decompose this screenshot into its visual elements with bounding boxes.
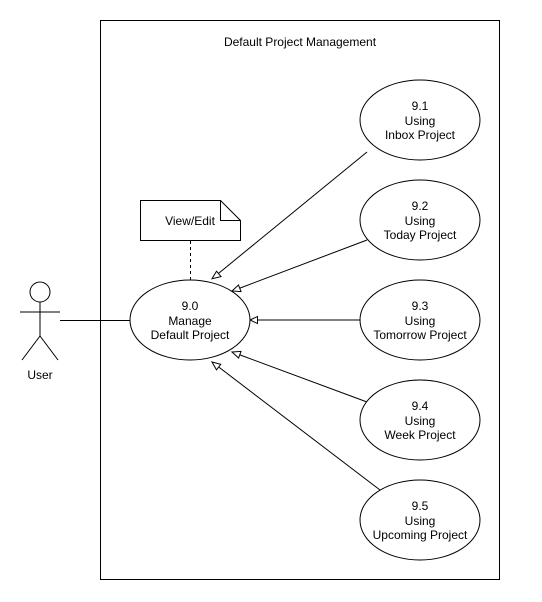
use-case-9-4-id: 9.4 bbox=[412, 399, 429, 413]
actor-left-leg bbox=[21, 335, 41, 361]
use-case-9-5-id: 9.5 bbox=[412, 499, 429, 513]
use-case-9-4-verb: Using bbox=[405, 414, 436, 428]
generalization-9-2 bbox=[238, 239, 368, 290]
use-case-9-0-verb: Manage bbox=[168, 314, 212, 328]
use-case-9-3-ellipse bbox=[359, 279, 481, 361]
generalization-9-4 bbox=[238, 353, 368, 403]
use-case-9-2[interactable]: 9.2 Using Today Project bbox=[359, 179, 481, 261]
note-view-edit[interactable]: View/Edit bbox=[140, 200, 241, 241]
use-case-9-1-label: Inbox Project bbox=[385, 128, 456, 142]
use-case-9-0[interactable]: 9.0 Manage Default Project bbox=[129, 279, 251, 361]
generalization-9-4-arrowhead bbox=[230, 350, 242, 359]
use-case-9-1-id: 9.1 bbox=[412, 99, 429, 113]
generalization-9-5-arrowhead bbox=[210, 361, 222, 371]
use-case-9-5[interactable]: 9.5 Using Upcoming Project bbox=[359, 479, 481, 561]
use-case-9-5-label: Upcoming Project bbox=[373, 528, 468, 542]
use-case-9-3-verb: Using bbox=[405, 314, 436, 328]
note-shape bbox=[140, 200, 241, 241]
use-case-9-4[interactable]: 9.4 Using Week Project bbox=[359, 379, 481, 461]
use-case-9-4-ellipse bbox=[359, 379, 481, 461]
use-case-9-5-ellipse bbox=[359, 479, 481, 561]
use-case-9-0-ellipse bbox=[129, 279, 251, 361]
generalization-arrows bbox=[210, 151, 381, 491]
generalization-9-1-arrowhead bbox=[210, 270, 222, 280]
use-case-9-3[interactable]: 9.3 Using Tomorrow Project bbox=[359, 279, 481, 361]
system-boundary-title: Default Project Management bbox=[224, 35, 377, 49]
use-case-9-2-id: 9.2 bbox=[412, 199, 429, 213]
use-case-9-1-ellipse bbox=[359, 79, 481, 161]
use-case-9-3-id: 9.3 bbox=[412, 299, 429, 313]
use-case-9-1[interactable]: 9.1 Using Inbox Project bbox=[359, 79, 481, 161]
use-case-9-2-verb: Using bbox=[405, 214, 436, 228]
use-case-9-5-verb: Using bbox=[405, 514, 436, 528]
generalization-9-2-arrowhead bbox=[230, 284, 242, 293]
note-label: View/Edit bbox=[165, 214, 215, 228]
actor-label: User bbox=[27, 368, 52, 382]
use-case-9-2-label: Today Project bbox=[384, 228, 457, 242]
actor-head-icon bbox=[29, 281, 51, 303]
use-case-9-0-id: 9.0 bbox=[182, 299, 199, 313]
use-case-9-0-label: Default Project bbox=[151, 328, 230, 342]
generalization-9-5 bbox=[217, 366, 381, 491]
note-fold bbox=[220, 200, 241, 221]
use-case-9-3-label: Tomorrow Project bbox=[373, 328, 467, 342]
use-case-9-1-verb: Using bbox=[405, 114, 436, 128]
use-case-9-2-ellipse bbox=[359, 179, 481, 261]
use-case-9-4-label: Week Project bbox=[384, 428, 456, 442]
actor-user[interactable] bbox=[20, 281, 60, 361]
actor-right-leg bbox=[39, 335, 59, 361]
generalization-9-3-arrowhead bbox=[248, 315, 258, 325]
generalization-9-1 bbox=[217, 151, 368, 275]
